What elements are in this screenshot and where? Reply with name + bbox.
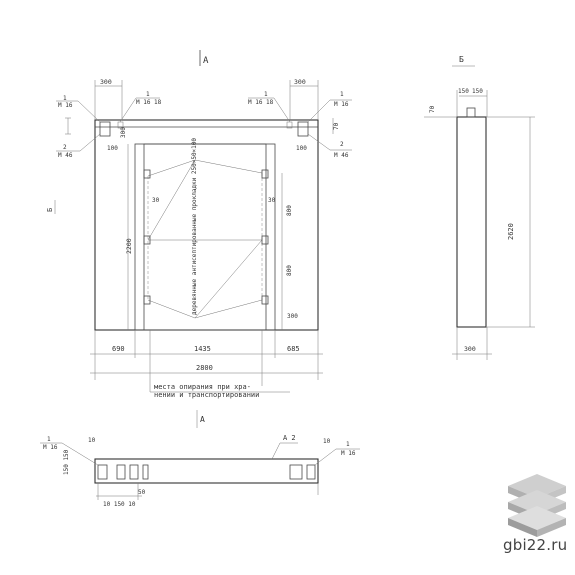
view-b-title: Б (459, 55, 464, 64)
section-dim-10-left: 10 (88, 437, 96, 444)
dim-690-left: 690 (112, 345, 125, 353)
section-dim-bottom: 10 150 10 (103, 501, 136, 508)
section-title: A (200, 415, 205, 424)
dim-30-left: 30 (152, 197, 160, 204)
mark-right-top-label: М 16 (334, 101, 349, 108)
dim-685-right: 685 (287, 345, 300, 353)
front-view: A 300 300 1 М 16 1 М 16 18 2 М 46 (46, 50, 352, 399)
mark-left-low-num: 2 (63, 144, 67, 151)
side-dim-300: 300 (464, 345, 476, 353)
bottom-note-line1: места опирания при хра- (154, 383, 251, 391)
section-view: A 1 М 16 10 150 150 50 10 150 10 А 2 10 … (40, 410, 360, 508)
dim-top-right: 300 (294, 78, 306, 86)
mark-left-mid-num: 1 (146, 91, 150, 98)
site-logo (508, 474, 566, 537)
mark-right-low-label: М 46 (334, 152, 349, 159)
section-outline (94, 458, 319, 484)
section-dim-50: 50 (138, 489, 146, 496)
section-mark-right-label: М 16 (341, 450, 356, 457)
vertical-note: деревянные антисептированные прокладки 2… (191, 138, 198, 315)
dim-100-right: 100 (296, 145, 307, 152)
section-dim-10-right: 10 (323, 438, 331, 445)
side-dim-150-a: 150 (458, 88, 469, 95)
section-dim-150: 150 150 (63, 449, 70, 475)
dim-800-a: 800 (286, 205, 293, 216)
mark-right-mid-num: 1 (264, 91, 268, 98)
side-dim-2620: 2620 (507, 223, 515, 240)
section-mark-a2: А 2 (283, 434, 296, 442)
watermark-text: gbi22.ru (503, 536, 568, 554)
mark-right-low-num: 2 (340, 141, 344, 148)
side-view-outline (456, 116, 487, 328)
bottom-note-line2: нении и транспортировании (154, 391, 259, 399)
dim-30-right: 30 (268, 197, 276, 204)
dim-2200: 2200 (125, 238, 133, 254)
dim-100-left: 100 (107, 145, 118, 152)
side-dim-150-b: 150 (472, 88, 483, 95)
dim-300-bottom: 300 (287, 313, 298, 320)
dim-300-left: 300 (120, 127, 127, 138)
mark-left-top-label: М 16 (58, 102, 73, 109)
svg-text:70: 70 (333, 122, 340, 130)
side-dim-70: 70 (429, 105, 436, 113)
dim-800-b: 800 (286, 265, 293, 276)
mark-right-mid-label: М 16 18 (248, 99, 274, 106)
frame-outline (94, 119, 319, 331)
dim-2800: 2800 (196, 364, 213, 372)
section-mark-left-num: 1 (47, 436, 51, 443)
side-view: Б 150 150 70 2620 300 (424, 55, 535, 360)
section-mark-right-num: 1 (346, 441, 350, 448)
mark-left-mid-label: М 16 18 (136, 99, 162, 106)
mark-left-top-num: 1 (63, 95, 67, 102)
section-mark-left-label: М 16 (43, 444, 58, 451)
side-marker-b: Б (46, 208, 54, 212)
mark-left-low-label: М 46 (58, 152, 73, 159)
dim-1435: 1435 (194, 345, 211, 353)
dim-top-left: 300 (100, 78, 112, 86)
view-a-title: A (203, 56, 209, 66)
mark-right-top-num: 1 (340, 91, 344, 98)
